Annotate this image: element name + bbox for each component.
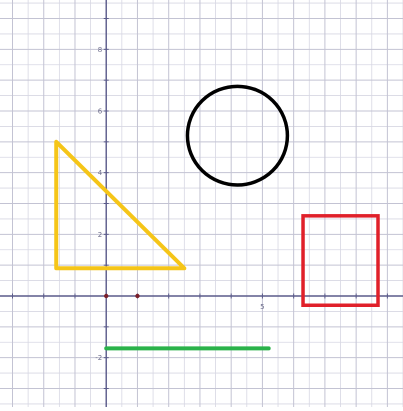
y-tick-label: -2 (95, 354, 102, 362)
tick-labels: 5 8 6 4 2 -2 (95, 46, 264, 362)
shapes-layer[interactable] (54, 84, 380, 351)
point[interactable] (135, 293, 140, 299)
axis-ticks (11, 18, 388, 389)
circle[interactable] (185, 84, 290, 187)
y-tick-label: 2 (98, 231, 102, 239)
right-triangle[interactable] (54, 139, 187, 271)
x-tick-label: 5 (260, 303, 264, 311)
y-tick-label: 8 (98, 46, 102, 54)
square[interactable] (301, 214, 380, 307)
point[interactable] (104, 293, 109, 299)
y-tick-label: 4 (98, 169, 103, 177)
points-layer[interactable] (104, 293, 140, 299)
y-tick-label: 6 (98, 108, 103, 116)
